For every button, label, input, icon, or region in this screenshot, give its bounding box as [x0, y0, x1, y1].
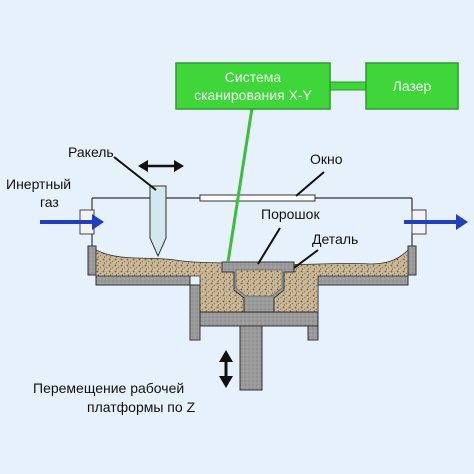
- inert-gas-label-line2: газ: [40, 194, 59, 210]
- platform-label-line2: платформы по Z: [87, 399, 196, 415]
- window-leader: [295, 171, 325, 197]
- gas-in-arrow: [40, 214, 104, 230]
- scanner-label-line2: сканирования X-Y: [194, 87, 312, 103]
- inert-gas-label-line1: Инертный: [6, 176, 71, 192]
- recoater-label: Ракель: [68, 144, 114, 160]
- laser-box: Лазер: [365, 62, 459, 110]
- powder-leader: [257, 227, 281, 265]
- recoater-leader: [113, 156, 157, 191]
- part-label: Деталь: [312, 231, 358, 247]
- laser-beam: [226, 107, 254, 263]
- part-leader: [293, 249, 319, 269]
- piston-rod: [239, 325, 263, 391]
- window-slot: [199, 194, 316, 202]
- build-chamber: [91, 197, 413, 246]
- recoater-blade: [149, 185, 167, 258]
- window-label: Окно: [310, 151, 343, 167]
- gas-out-arrow: [404, 214, 468, 230]
- scanner-box: Система сканирования X-Y: [175, 62, 331, 110]
- laser-label: Лазер: [393, 78, 432, 94]
- recoater-motion-arrow: [138, 160, 184, 172]
- powder-label: Порошок: [261, 206, 320, 222]
- scanner-label-line1: Система: [225, 69, 282, 85]
- platform-motion-arrow: [219, 350, 233, 388]
- beam-connector: [329, 81, 367, 91]
- build-platform: [199, 311, 319, 327]
- platform-label-line1: Перемещение рабочей: [33, 380, 184, 396]
